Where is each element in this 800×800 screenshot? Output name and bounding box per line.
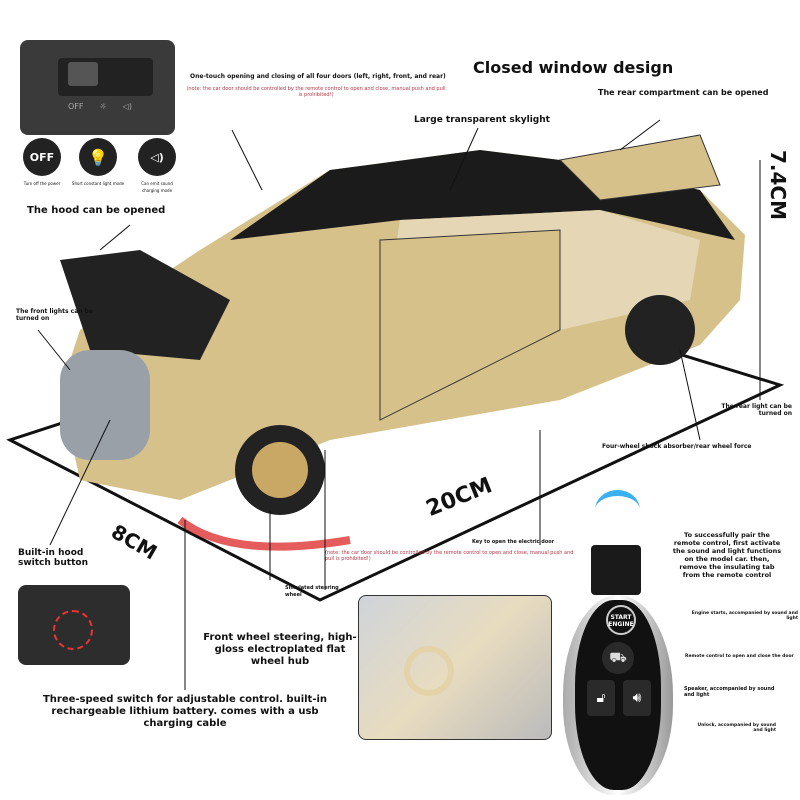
hood-switch-photo bbox=[18, 585, 130, 665]
hood-switch-label: Built-in hood switch button bbox=[18, 548, 88, 568]
closed-window-label: Closed window design bbox=[473, 58, 674, 77]
switch-label-light: ☼ bbox=[99, 102, 107, 111]
mode-off: OFF Turn off the power bbox=[16, 138, 68, 187]
mode-light: 💡 Short constant light mode bbox=[68, 138, 128, 187]
off-icon: OFF bbox=[23, 138, 61, 176]
skylight-label: Large transparent skylight bbox=[414, 115, 550, 125]
engine-label: Engine starts, accompanied by sound and … bbox=[691, 611, 798, 621]
key-door-label: Key to open the electric door bbox=[472, 539, 555, 545]
height-dimension: 7.4CM bbox=[766, 150, 790, 221]
unlock-label: Unlock, accompanied by sound and light bbox=[697, 723, 776, 733]
steering-label: Simulated steering wheel bbox=[285, 585, 339, 598]
bulb-icon: 💡 bbox=[79, 138, 117, 176]
switch-panel-photo: OFF ☼ ◁) bbox=[20, 40, 175, 135]
speaker-button[interactable]: 🔊︎ bbox=[623, 680, 651, 716]
front-lights-label: The front lights can be turned on bbox=[16, 308, 93, 322]
unlock-button[interactable]: 🔓︎ bbox=[587, 680, 615, 716]
switch-label-sound: ◁) bbox=[122, 102, 132, 111]
interior-photo bbox=[358, 595, 552, 740]
remote-door-label: Remote control to open and close the doo… bbox=[685, 654, 794, 659]
pairing-instruction: To successfully pair the remote control,… bbox=[672, 531, 782, 579]
rear-compartment-label: The rear compartment can be opened bbox=[598, 88, 769, 97]
switch-label-off: OFF bbox=[68, 102, 84, 111]
speaker-icon: ◁) bbox=[138, 138, 176, 176]
hood-label: The hood can be opened bbox=[27, 205, 166, 216]
three-speed-switch-label: Three-speed switch for adjustable contro… bbox=[42, 694, 328, 729]
shock-label: Four-wheel shock absorber/rear wheel for… bbox=[602, 443, 752, 450]
mode-caption: Can emit sound charging mode bbox=[141, 181, 173, 193]
key-note: (note: the car door should be controlled… bbox=[325, 550, 574, 562]
front-wheel-label: Front wheel steering, high-gloss electro… bbox=[203, 632, 357, 667]
door-button[interactable]: ⛟ bbox=[602, 642, 634, 674]
mode-sound: ◁) Can emit sound charging mode bbox=[132, 138, 182, 194]
mode-caption: Short constant light mode bbox=[71, 181, 125, 186]
wifi-signal-icon bbox=[595, 490, 640, 530]
doors-note: (note: the car door should be controlled… bbox=[186, 86, 446, 98]
mode-caption: Turn off the power bbox=[23, 181, 61, 186]
start-engine-button[interactable]: START ENGINE bbox=[606, 605, 636, 635]
remote-key: START ENGINE ⛟ 🔓︎ 🔊︎ bbox=[563, 545, 673, 795]
rear-light-label: The rear light can be turned on bbox=[721, 403, 792, 417]
speaker-label: Speaker, accompanied by sound and light bbox=[684, 686, 775, 698]
doors-label: One-touch opening and closing of all fou… bbox=[190, 73, 446, 80]
